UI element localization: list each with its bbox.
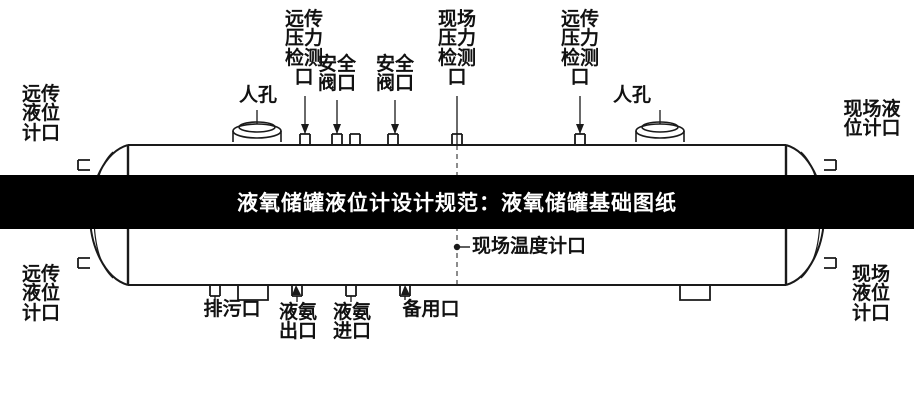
label-manhole-left: 人孔 bbox=[238, 84, 277, 106]
label-local-level-lower: 现场 液位 计口 bbox=[851, 263, 890, 324]
label-remote-level-lower: 远传 液位 计口 bbox=[21, 263, 60, 324]
label-spare-port: 备用口 bbox=[402, 298, 460, 320]
label-remote-pressure-1: 远传 压力 检测 口 bbox=[284, 8, 323, 89]
label-remote-pressure-2: 远传 压力 检测 口 bbox=[560, 8, 599, 89]
label-safety-valve-2: 安全 阀口 bbox=[375, 53, 414, 95]
label-remote-level-upper: 远传 液位 计口 bbox=[21, 83, 60, 144]
banner-text: 液氧储罐液位计设计规范：液氧储罐基础图纸 bbox=[237, 191, 677, 215]
label-safety-valve-1: 安全 阀口 bbox=[317, 53, 356, 95]
label-manhole-right: 人孔 bbox=[612, 84, 651, 106]
label-local-pressure: 现场 压力 检测 口 bbox=[437, 8, 476, 89]
label-drain-outlet: 排污口 bbox=[203, 298, 261, 320]
label-ammonia-inlet: 液氨 进口 bbox=[332, 301, 371, 343]
label-ammonia-outlet: 液氨 出口 bbox=[278, 301, 317, 343]
title-banner: 液氧储罐液位计设计规范：液氧储罐基础图纸 bbox=[0, 175, 914, 229]
label-local-thermometer: 现场温度计口 bbox=[472, 235, 587, 257]
label-local-level-upper: 现场液 位计口 bbox=[843, 98, 901, 140]
